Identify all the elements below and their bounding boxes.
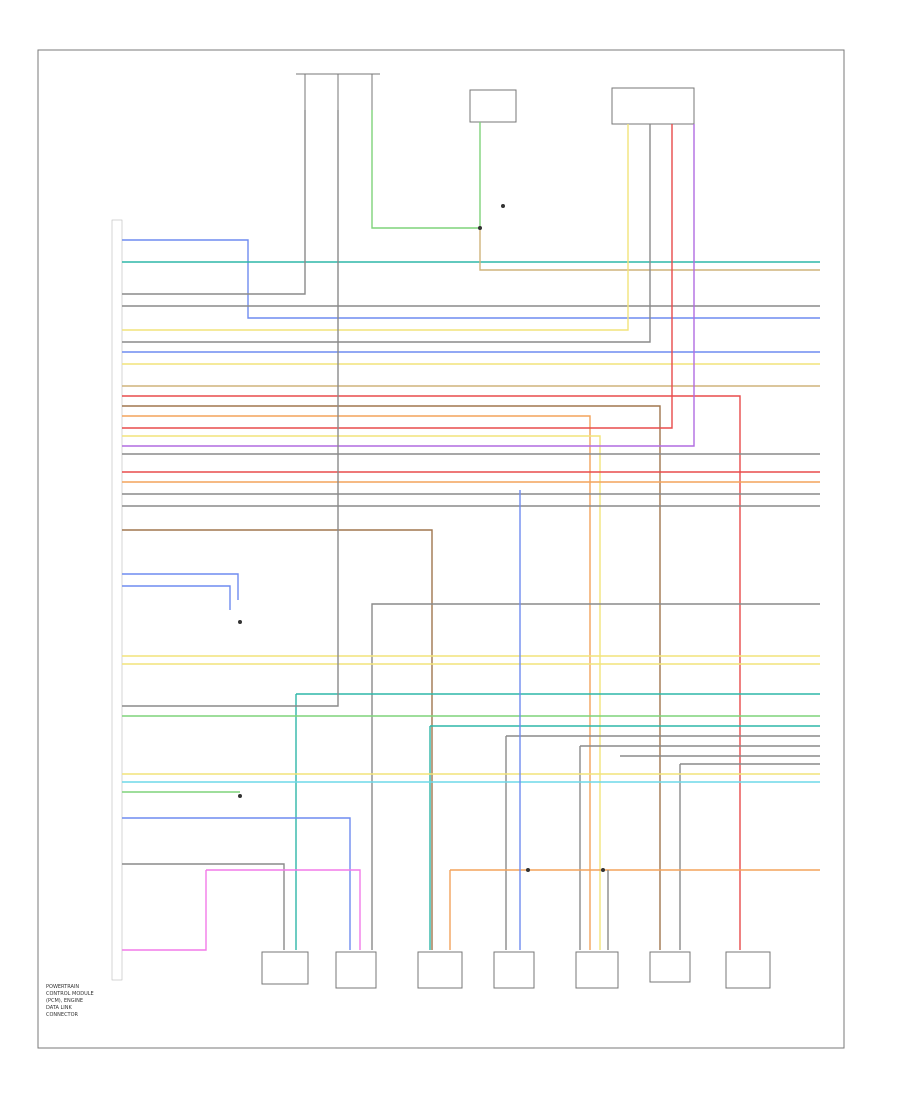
wire-gray-40 xyxy=(122,863,285,950)
wire-blue-23 xyxy=(122,573,239,600)
bottom-component-2 xyxy=(335,951,377,989)
top-component-2 xyxy=(469,89,517,123)
bottom-component-4 xyxy=(493,951,535,989)
bottom-components xyxy=(261,951,771,989)
wire-red-11 xyxy=(122,395,741,950)
wire-blue-39 xyxy=(122,817,351,950)
pcm-pin-column xyxy=(111,219,123,981)
bottom-component-3 xyxy=(417,951,463,989)
title-line-5: CONNECTOR xyxy=(46,1012,79,1018)
title-block: POWERTRAIN CONTROL MODULE (PCM), ENGINE … xyxy=(46,984,94,1018)
wire-brown-22 xyxy=(122,529,433,950)
title-line-2: CONTROL MODULE xyxy=(46,991,94,997)
top-component-1 xyxy=(296,73,380,110)
top-component-3 xyxy=(611,87,695,125)
wire-pink-42 xyxy=(122,869,361,951)
wire-gray-35 xyxy=(679,763,820,950)
wire-gray-7 xyxy=(122,124,651,343)
wire-teal-28 xyxy=(295,693,820,950)
wire-gray-32 xyxy=(505,735,820,950)
wire-tan-5 xyxy=(479,228,820,271)
diagram-frame xyxy=(37,49,845,1049)
wire-green-4 xyxy=(371,110,481,229)
wire-yellow-15 xyxy=(122,435,601,950)
wire-gray-33 xyxy=(579,745,820,950)
wire-teal-31 xyxy=(429,725,820,950)
wire-gray-29 xyxy=(122,110,339,707)
title-line-3: (PCM), ENGINE xyxy=(46,998,83,1004)
bottom-component-1 xyxy=(261,951,309,985)
wire-yellow-6 xyxy=(122,124,629,331)
bottom-component-7 xyxy=(725,951,771,989)
wire-layer xyxy=(122,110,820,951)
wire-blue-0 xyxy=(122,239,820,319)
title-line-4: DATA LINK xyxy=(46,1005,72,1011)
bottom-component-6 xyxy=(649,951,691,983)
wire-purple-16 xyxy=(122,124,695,447)
title-line-1: POWERTRAIN xyxy=(46,984,79,990)
wire-blue-24 xyxy=(122,585,231,610)
bottom-component-5 xyxy=(575,951,619,989)
wire-orange-13 xyxy=(122,415,591,950)
wire-brown-12 xyxy=(122,405,661,950)
wire-red-14 xyxy=(122,124,673,429)
splice-dots xyxy=(238,204,605,872)
wire-gray-2 xyxy=(122,110,306,295)
wire-gray-25 xyxy=(371,603,820,950)
wire-orange-41 xyxy=(449,869,820,950)
